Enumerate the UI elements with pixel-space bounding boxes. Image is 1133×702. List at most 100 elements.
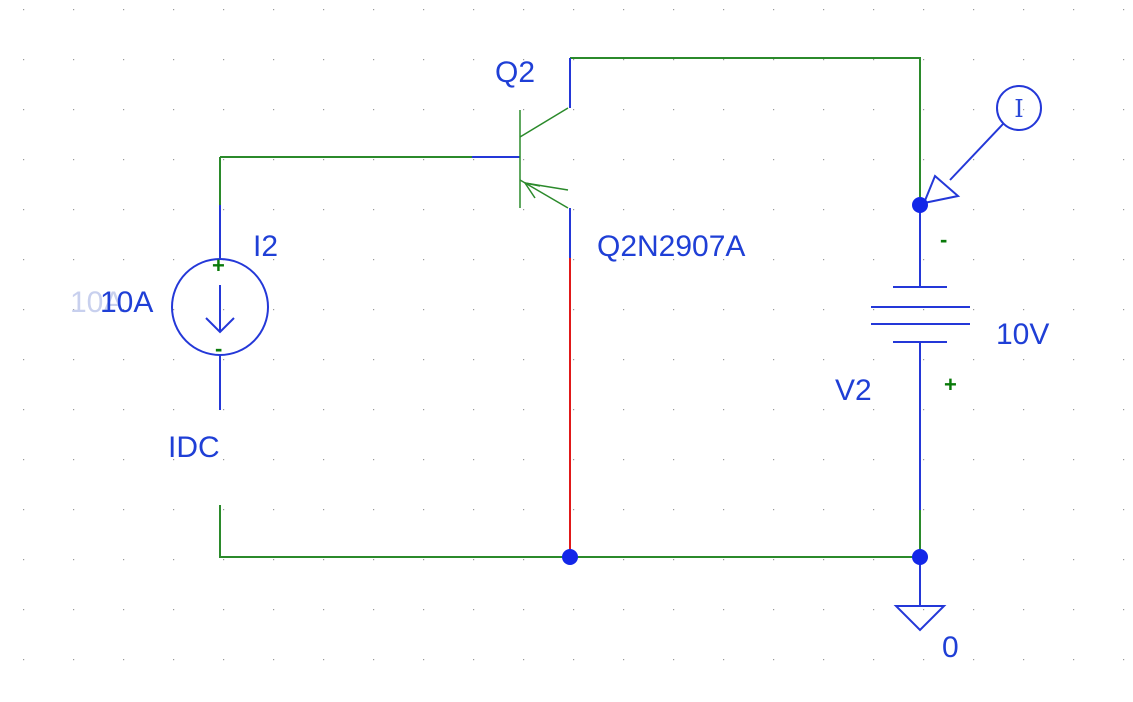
grid-dot — [523, 209, 525, 211]
grid-dot — [123, 209, 125, 211]
current-source-value[interactable]: 10A — [100, 286, 153, 319]
grid-dot — [423, 359, 425, 361]
grid-dot — [423, 609, 425, 611]
grid-dot — [923, 609, 925, 611]
grid-dot — [823, 59, 825, 61]
grid-dot — [223, 209, 225, 211]
grid-dot — [623, 359, 625, 361]
grid-dot — [373, 459, 375, 461]
grid-dot — [723, 9, 725, 11]
grid-dot — [273, 209, 275, 211]
grid-dot — [873, 559, 875, 561]
voltage-source-v2[interactable]: - + 10V V2 — [835, 205, 1049, 510]
ground-symbol[interactable]: 0 — [893, 557, 959, 664]
grid-dot — [73, 609, 75, 611]
current-source-model[interactable]: IDC — [168, 431, 220, 464]
grid-dot — [23, 609, 25, 611]
grid-dot — [823, 559, 825, 561]
grid-dot — [673, 259, 675, 261]
current-source-ref[interactable]: I2 — [253, 230, 278, 263]
grid-dot — [423, 109, 425, 111]
grid-dot — [373, 659, 375, 661]
grid-dot — [1123, 509, 1125, 511]
grid-dot — [223, 459, 225, 461]
voltage-source-ref[interactable]: V2 — [835, 374, 872, 407]
grid-dot — [273, 309, 275, 311]
junction-ground — [912, 549, 928, 565]
grid-dot — [623, 309, 625, 311]
grid-dot — [773, 609, 775, 611]
junction-battery-top — [912, 197, 928, 213]
transistor-ref[interactable]: Q2 — [495, 56, 535, 89]
grid-dot — [1123, 9, 1125, 11]
ground-triangle-icon — [893, 605, 947, 632]
grid-dot — [723, 459, 725, 461]
grid-dot — [923, 9, 925, 11]
grid-dot — [323, 109, 325, 111]
grid-dot — [173, 509, 175, 511]
grid-dot — [873, 409, 875, 411]
grid-dot — [1073, 659, 1075, 661]
transistor-model[interactable]: Q2N2907A — [597, 230, 745, 263]
grid-dot — [673, 559, 675, 561]
grid-dot — [423, 59, 425, 61]
grid-dot — [473, 409, 475, 411]
grid-dot — [523, 259, 525, 261]
grid-dot — [173, 209, 175, 211]
grid-dot — [273, 9, 275, 11]
grid-dot — [423, 559, 425, 561]
grid-dot — [573, 509, 575, 511]
grid-dot — [323, 659, 325, 661]
grid-dot — [573, 409, 575, 411]
grid-dot — [623, 409, 625, 411]
grid-dot — [273, 459, 275, 461]
grid-dot — [1023, 459, 1025, 461]
grid-dot — [723, 259, 725, 261]
grid-dot — [73, 559, 75, 561]
wire-collector[interactable] — [570, 57, 921, 205]
grid-dot — [123, 259, 125, 261]
grid-dot — [573, 259, 575, 261]
grid-dot — [23, 509, 25, 511]
grid-dot — [523, 459, 525, 461]
grid-dot — [273, 609, 275, 611]
grid-dot — [223, 609, 225, 611]
grid-dot — [1073, 559, 1075, 561]
grid-dot — [573, 9, 575, 11]
grid-dot — [173, 409, 175, 411]
grid-dot — [873, 459, 875, 461]
grid-dot — [523, 9, 525, 11]
grid-dot — [123, 109, 125, 111]
wire-source-bottom[interactable] — [219, 505, 570, 558]
grid-dot — [223, 109, 225, 111]
grid-dot — [473, 509, 475, 511]
grid-dot — [373, 409, 375, 411]
ground-label[interactable]: 0 — [942, 631, 959, 664]
grid-dot — [323, 509, 325, 511]
transistor-collector-lead — [519, 107, 569, 138]
grid-dot — [423, 459, 425, 461]
grid-dot — [73, 409, 75, 411]
grid-dot — [823, 209, 825, 211]
grid-dot — [773, 659, 775, 661]
grid-dot — [373, 509, 375, 511]
voltage-source-value[interactable]: 10V — [996, 318, 1049, 351]
grid-dot — [573, 609, 575, 611]
grid-dot — [973, 59, 975, 61]
grid-dot — [273, 359, 275, 361]
current-source-i2[interactable]: + - 10A 10A I2 IDC — [70, 205, 278, 464]
grid-dot — [873, 659, 875, 661]
grid-dot — [623, 609, 625, 611]
grid-dot — [223, 659, 225, 661]
grid-dot — [23, 259, 25, 261]
grid-dot — [473, 559, 475, 561]
grid-dot — [23, 159, 25, 161]
grid-dot — [373, 159, 375, 161]
grid-dot — [773, 559, 775, 561]
grid-dot — [773, 159, 775, 161]
grid-dot — [773, 509, 775, 511]
grid-dot — [373, 9, 375, 11]
current-probe-marker[interactable]: I — [922, 85, 1042, 205]
transistor-q2[interactable]: Q2 Q2N2907A — [472, 56, 745, 263]
